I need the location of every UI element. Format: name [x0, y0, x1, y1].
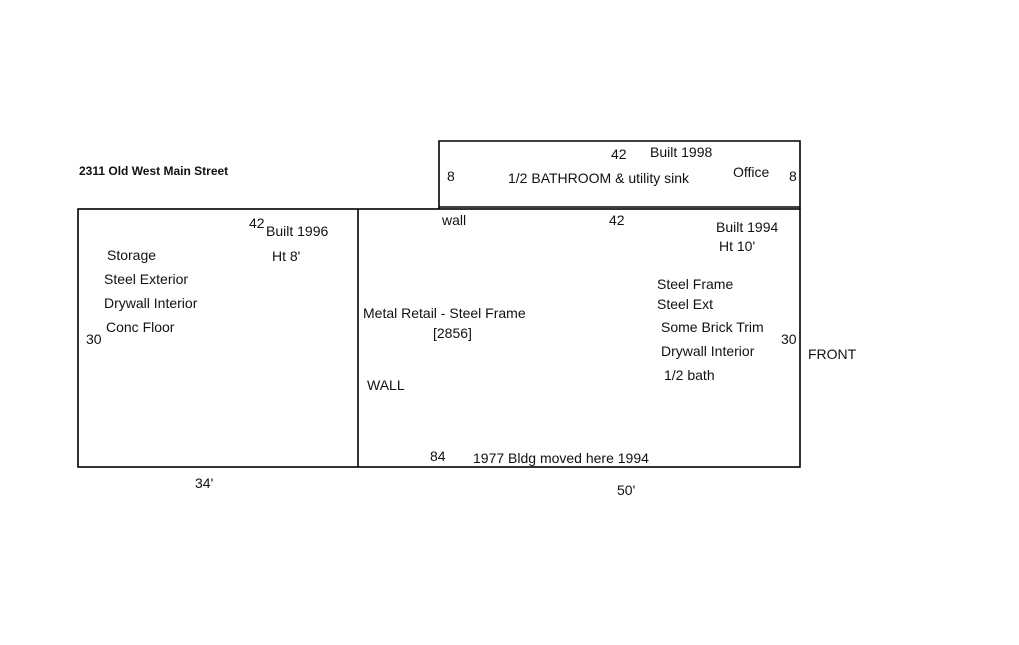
retail-side-dimension: 30: [781, 331, 797, 347]
retail-wall-top: wall: [441, 212, 466, 228]
retail-top-dimension: 42: [609, 212, 625, 228]
retail-interior: Drywall Interior: [661, 343, 755, 359]
office-label: Office: [733, 164, 770, 180]
bath-right-dimension: 8: [789, 168, 797, 184]
bath-left-dimension: 8: [447, 168, 455, 184]
building-outline: [77, 140, 801, 468]
storage-use: Storage: [107, 247, 156, 263]
retail-bath: 1/2 bath: [664, 367, 715, 383]
storage-side-dimension: 30: [86, 331, 102, 347]
bathroom-office-outline: [438, 140, 801, 209]
bathroom-office-block: 42 Built 1998 8 1/2 BATHROOM & utility s…: [447, 144, 797, 186]
retail-use: Metal Retail - Steel Frame: [363, 305, 526, 321]
retail-bottom-dimension: 84: [430, 448, 446, 464]
retail-building: wall 42 Built 1994 Ht 10' Steel Frame St…: [363, 212, 797, 498]
front-label: FRONT: [808, 346, 857, 362]
bath-top-dimension: 42: [611, 146, 627, 162]
storage-built-year: Built 1996: [266, 223, 328, 239]
storage-height: Ht 8': [272, 248, 300, 264]
retail-frame: Steel Frame: [657, 276, 733, 292]
storage-bottom-dimension: 34': [195, 475, 213, 491]
retail-height: Ht 10': [719, 238, 755, 254]
retail-trim: Some Brick Trim: [661, 319, 764, 335]
storage-top-dimension: 42: [249, 215, 265, 231]
bath-description: 1/2 BATHROOM & utility sink: [508, 170, 690, 186]
bath-built-year: Built 1998: [650, 144, 712, 160]
retail-built-year: Built 1994: [716, 219, 778, 235]
address-label: 2311 Old West Main Street: [79, 164, 228, 178]
storage-exterior: Steel Exterior: [104, 271, 188, 287]
retail-exterior: Steel Ext: [657, 296, 713, 312]
retail-moved-note: 1977 Bldg moved here 1994: [473, 450, 649, 466]
retail-width-label: 50': [617, 482, 635, 498]
storage-floor: Conc Floor: [106, 319, 175, 335]
storage-interior: Drywall Interior: [104, 295, 198, 311]
retail-wall-left: WALL: [367, 377, 405, 393]
storage-room: 42 Built 1996 Ht 8' Storage Steel Exteri…: [86, 215, 328, 491]
retail-area: [2856]: [433, 325, 472, 341]
